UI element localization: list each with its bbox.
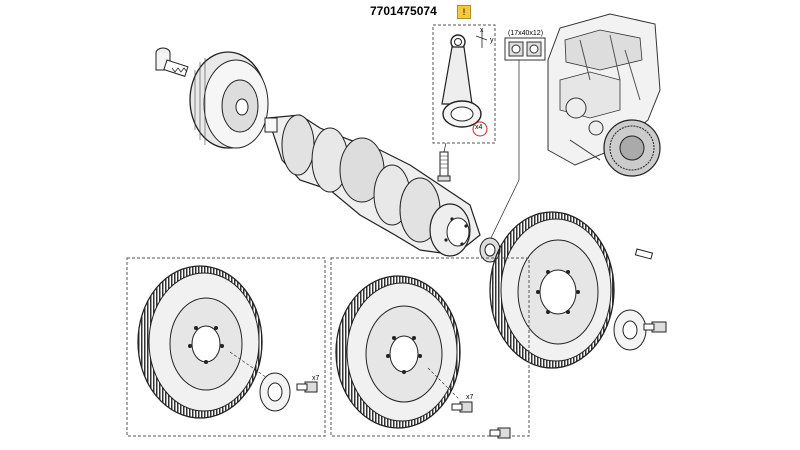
connecting-rod-quantity-label: x4 <box>475 124 483 131</box>
dual-mass-flywheel-left[interactable] <box>137 265 263 419</box>
bearing-dimensions-label: (17x40x12) <box>508 30 544 37</box>
crankshaft-pulley[interactable] <box>189 51 269 149</box>
part-number[interactable]: 7701475074 <box>370 4 437 18</box>
bolt-quantity-label-right: x7 <box>466 394 474 401</box>
flywheel-bolt-right[interactable] <box>451 401 473 413</box>
axis-x-label: x <box>480 27 484 34</box>
crankshaft[interactable] <box>264 114 481 257</box>
reinforcement-plate-left[interactable] <box>259 372 291 412</box>
axis-y-label: y <box>490 37 494 44</box>
flywheel-bolt-left[interactable] <box>296 381 318 393</box>
dual-mass-flywheel-right[interactable] <box>335 275 461 429</box>
dual-mass-flywheel-frame-left <box>126 257 326 437</box>
warning-icon[interactable]: ! <box>457 5 471 19</box>
engine-block-illustration <box>547 13 661 177</box>
connecting-rod-bolt[interactable] <box>437 151 451 182</box>
flywheel-reinforcement-plate[interactable] <box>613 309 647 351</box>
dual-mass-flywheel-frame-right <box>330 257 530 437</box>
quantity-highlight-circle <box>472 121 488 137</box>
connecting-rod[interactable] <box>441 30 488 128</box>
flywheel[interactable] <box>489 211 615 369</box>
flywheel-bolt-right-lower[interactable] <box>489 427 511 439</box>
connecting-rod-callout-frame <box>432 24 496 144</box>
bolt-quantity-label-left: x7 <box>312 375 320 382</box>
pulley-bolt[interactable] <box>155 47 189 77</box>
pilot-bearing-callout[interactable] <box>504 37 546 61</box>
dowel-pin[interactable] <box>634 248 654 260</box>
flywheel-bolt[interactable] <box>643 321 667 333</box>
